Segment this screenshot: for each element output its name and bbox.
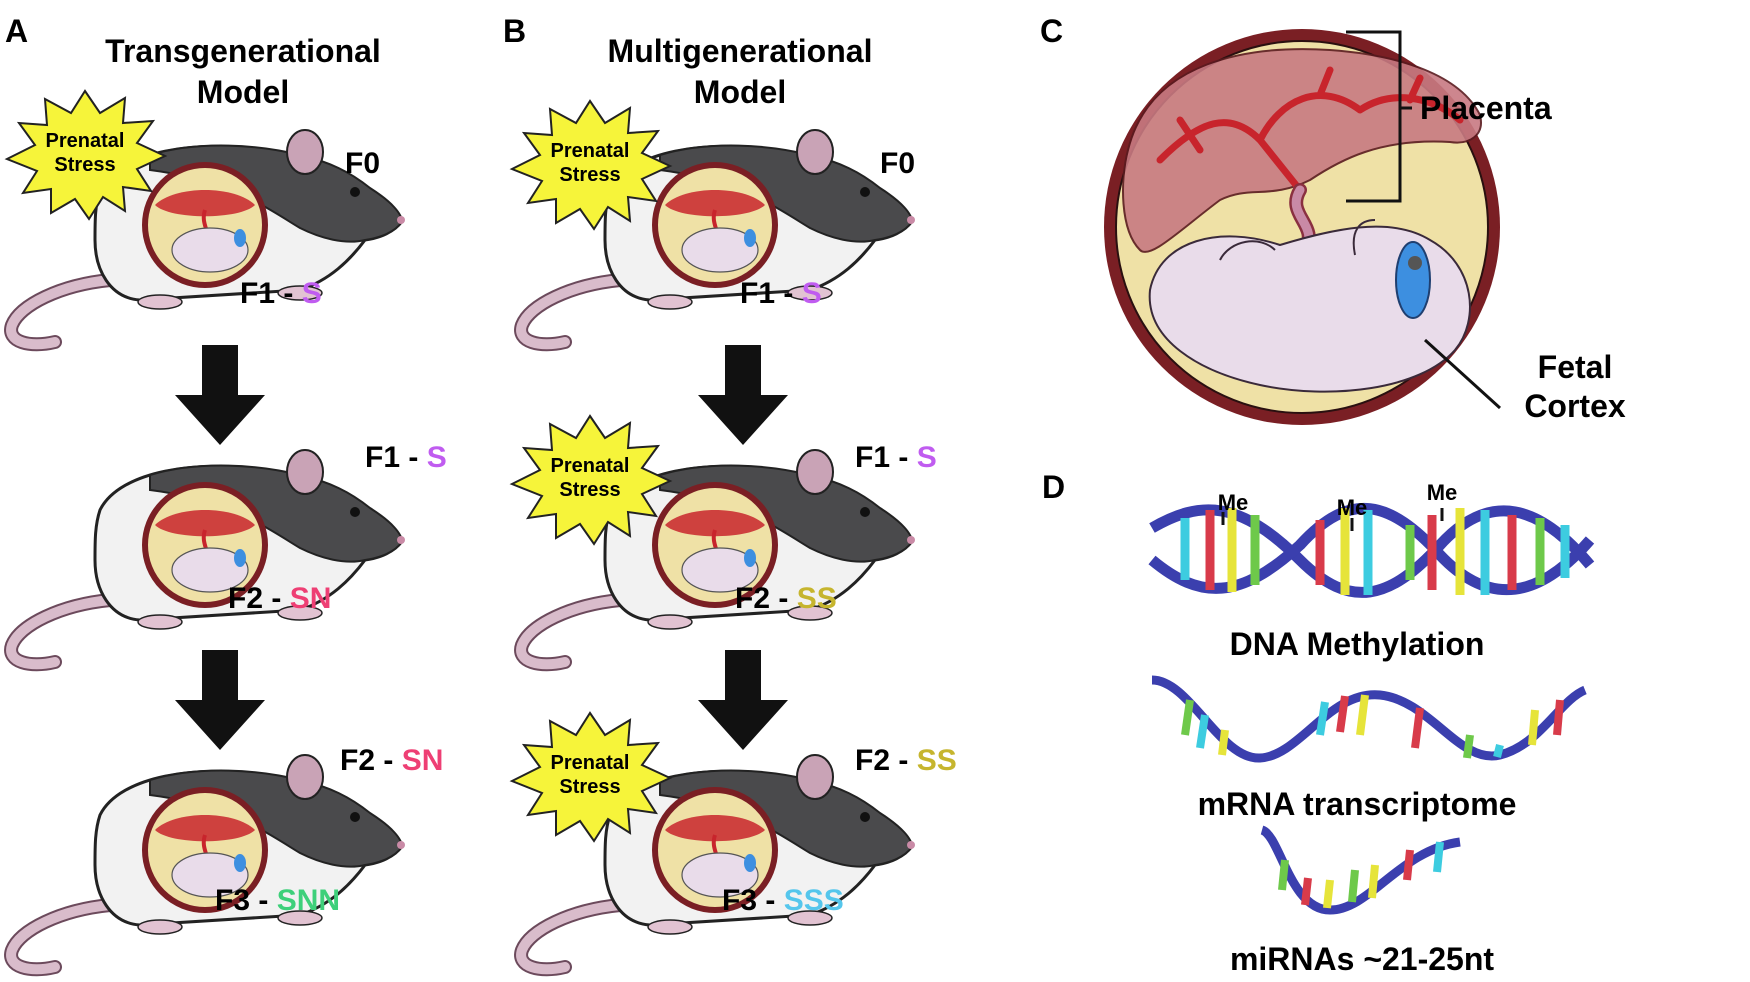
panel-a-letter: A: [5, 13, 28, 49]
dna-double-helix: [1148, 503, 1595, 598]
methyl-label-1: Me: [1218, 490, 1249, 515]
child-gen-label: F1 - S: [740, 277, 822, 310]
panel-a-title-line1: Transgenerational: [105, 33, 381, 69]
dna-methylation-label: DNA Methylation: [1230, 626, 1485, 662]
placenta-label: Placenta: [1420, 90, 1552, 126]
cortex-pointer-line: [1423, 338, 1502, 410]
mrna-strand: [1151, 675, 1588, 763]
cortex-label-line1: Fetal: [1538, 349, 1613, 385]
stress-label-line2: Stress: [559, 479, 620, 501]
rat-a-f2: [11, 755, 405, 969]
panel-b-title-line1: Multigenerational: [608, 33, 873, 69]
panel-d: D Me: [1042, 469, 1595, 977]
stress-label-line1: Prenatal: [46, 130, 125, 152]
placenta-bracket: [1346, 30, 1402, 203]
panel-c-letter: C: [1040, 13, 1063, 49]
parent-gen-label: F0: [880, 147, 915, 180]
mirna-strand: [1259, 825, 1461, 915]
stress-label-line2: Stress: [559, 164, 620, 186]
child-gen-label: F2 - SN: [228, 582, 331, 615]
parent-gen-label: F2 - SN: [340, 744, 443, 777]
child-gen-label: F3 - SSS: [722, 884, 844, 917]
child-gen-label: F2 - SS: [735, 582, 837, 615]
mrna-transcriptome-label: mRNA transcriptome: [1198, 786, 1517, 822]
prenatal-stress-star-b2: Prenatal Stress: [511, 415, 671, 545]
parent-gen-label: F1 - S: [855, 441, 937, 474]
child-gen-label: F1 - S: [240, 277, 322, 310]
methyl-label-2: Me: [1337, 495, 1368, 520]
stress-label-line2: Stress: [54, 154, 115, 176]
cortex-label-line2: Cortex: [1524, 388, 1626, 424]
panel-b-letter: B: [503, 13, 526, 49]
panel-d-letter: D: [1042, 469, 1065, 505]
panel-a: A Transgenerational Model Prenatal Stres…: [5, 13, 447, 969]
panel-b: B Multigenerational Model Prenatal Stres…: [503, 13, 957, 969]
arrow-a-1: [175, 345, 265, 445]
parent-gen-label: F0: [345, 147, 380, 180]
arrow-b-1: [698, 345, 788, 445]
child-gen-label: F3 - SNN: [215, 884, 340, 917]
methyl-label-3: Me: [1427, 480, 1458, 505]
placenta-vessels: [1156, 66, 1464, 194]
stress-label-line2: Stress: [559, 776, 620, 798]
stress-label-line1: Prenatal: [551, 140, 630, 162]
arrow-b-2: [698, 650, 788, 750]
stress-label-line1: Prenatal: [551, 455, 630, 477]
rat-a-f1: [11, 450, 405, 664]
prenatal-stress-star-a: Prenatal Stress: [6, 90, 166, 220]
panel-b-title-line2: Model: [694, 74, 786, 110]
fetal-cortex-region: [1395, 241, 1431, 319]
arrow-a-2: [175, 650, 265, 750]
panel-a-title-line2: Model: [197, 74, 289, 110]
prenatal-stress-star-b3: Prenatal Stress: [511, 712, 671, 842]
panel-c: C Placenta Fetal Cortex: [1040, 13, 1626, 425]
stress-label-line1: Prenatal: [551, 752, 630, 774]
parent-gen-label: F2 - SS: [855, 744, 957, 777]
fetus-body: [1148, 225, 1471, 393]
prenatal-stress-star-b1: Prenatal Stress: [511, 100, 671, 230]
mirna-label: miRNAs ~21-25nt: [1230, 941, 1494, 977]
fetus-eye: [1408, 256, 1422, 270]
parent-gen-label: F1 - S: [365, 441, 447, 474]
